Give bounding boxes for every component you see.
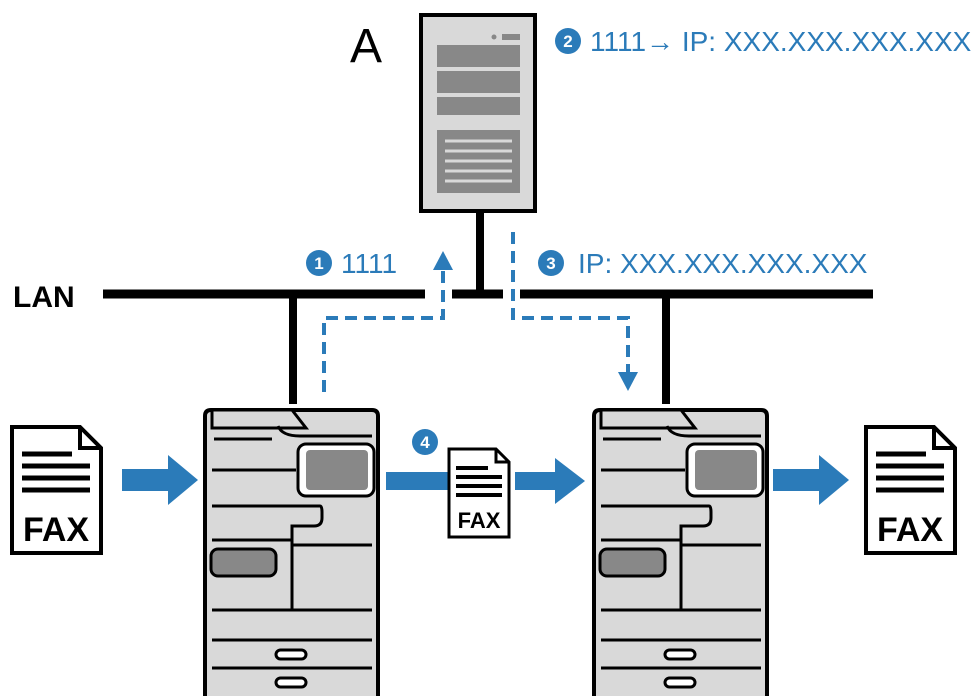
step-1-number: 1 [314,254,323,273]
lan-label: LAN [13,281,75,314]
step-2-text: 1111→ IP: XXX.XXX.XXX.XXX [590,26,971,57]
fax-document-input-icon: FAX [10,425,103,555]
fax-document-transit-icon: FAX [447,447,511,539]
step-4-badge [412,429,438,455]
step-2-badge [555,28,581,54]
step-3-text: IP: XXX.XXX.XXX.XXX [578,248,868,279]
step-3-badge [538,250,564,276]
fax-label: FAX [458,508,501,533]
send-arrow-right [515,458,585,504]
request-path-arrow [322,251,453,392]
step-2-number: 2 [563,32,572,51]
step-4-number: 4 [420,433,430,452]
server-label: A [350,20,382,73]
server-icon [419,13,537,213]
output-arrow [773,455,849,505]
input-arrow [122,455,198,505]
fax-label: FAX [23,511,89,549]
fax-document-output-icon: FAX [864,425,957,555]
fax-label: FAX [877,511,943,549]
response-path-arrow [511,232,638,391]
printer-right-icon [592,408,769,696]
step-3-number: 3 [546,254,555,273]
step-1-text: 1111 [341,248,397,279]
send-arrow-left [386,472,448,490]
printer-left-icon [203,408,380,696]
step-1-badge [306,250,332,276]
